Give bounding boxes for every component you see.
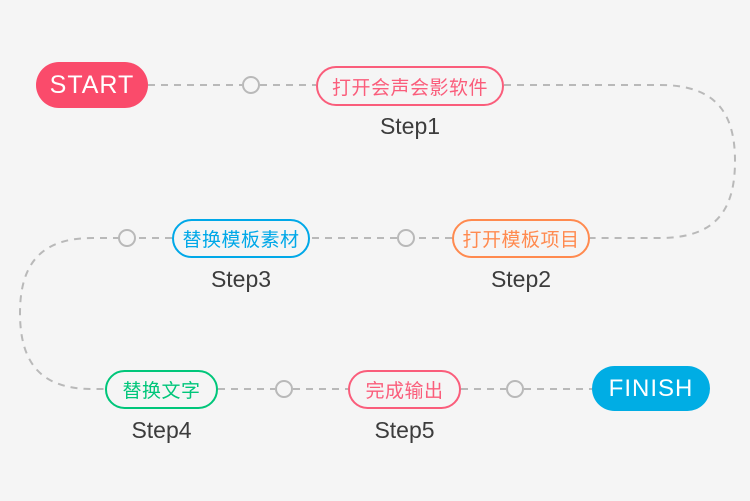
start-terminal[interactable]: START: [36, 62, 148, 108]
connector-node-left-step3: [118, 229, 136, 247]
step5-box[interactable]: 完成输出: [348, 370, 461, 409]
connector-node-step3-step2: [397, 229, 415, 247]
connector-node-step5-finish: [506, 380, 524, 398]
curve-step1-to-step2: [504, 84, 737, 239]
step2-box[interactable]: 打开模板项目: [452, 219, 590, 258]
step5-caption: Step5: [374, 417, 435, 443]
finish-terminal[interactable]: FINISH: [592, 366, 710, 411]
step4-box[interactable]: 替换文字: [105, 370, 218, 409]
connector-node-start-step1: [242, 76, 260, 94]
step3-caption: Step3: [210, 266, 272, 292]
step3-box[interactable]: 替换模板素材: [172, 219, 310, 258]
curve-step3-to-step4: [18, 237, 172, 390]
step1-caption: Step1: [379, 113, 441, 139]
step2-caption: Step2: [490, 266, 552, 292]
step1-box[interactable]: 打开会声会影软件: [316, 66, 504, 106]
step4-caption: Step4: [131, 417, 192, 443]
connector-node-step4-step5: [275, 380, 293, 398]
